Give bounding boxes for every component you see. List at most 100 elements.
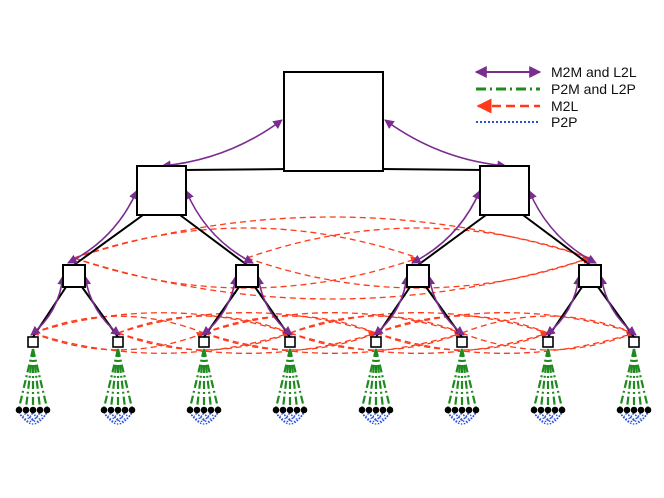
particle — [186, 406, 194, 414]
particle — [279, 406, 287, 414]
level2-box — [62, 264, 86, 288]
p2m-l2p-edge — [195, 348, 206, 409]
p2m-l2p-edge — [116, 348, 134, 409]
m2l-arc — [73, 216, 591, 259]
m2l-arc — [289, 312, 549, 334]
particle — [365, 406, 373, 414]
m2l-arc — [461, 331, 635, 351]
m2m-l2l-arrow — [254, 275, 293, 336]
particle — [558, 406, 566, 414]
p2p-arc — [540, 411, 563, 423]
m2m-l2l-arrow — [161, 119, 283, 170]
particle — [465, 406, 473, 414]
level2-box — [235, 264, 259, 288]
p2m-l2p-edge — [539, 348, 550, 409]
m2l-arc — [203, 312, 463, 334]
tree-edge — [73, 214, 144, 266]
m2l-arc — [375, 312, 635, 334]
p2m-l2p-edge — [288, 348, 299, 409]
level1-box — [136, 165, 187, 216]
m2l-arc — [32, 312, 291, 334]
particle — [214, 406, 222, 414]
particle — [128, 406, 136, 414]
particle — [630, 406, 638, 414]
m2l-arc — [289, 331, 463, 351]
tree-edge — [376, 168, 485, 171]
leaf-box — [198, 336, 210, 348]
m2m-l2l-arrow — [201, 275, 240, 336]
m2m-l2l-arrow — [411, 189, 481, 264]
m2m-l2l-arrow — [527, 189, 597, 264]
particle — [207, 406, 215, 414]
particle — [637, 406, 645, 414]
particle — [114, 406, 122, 414]
tree-edge — [181, 168, 291, 171]
p2m-l2p-edge — [618, 348, 636, 409]
m2m-l2l-arrow — [30, 275, 67, 336]
particle — [358, 406, 366, 414]
m2l-arc — [203, 331, 463, 354]
leaf-box — [628, 336, 640, 348]
particle — [293, 406, 301, 414]
m2m-l2l-arrow — [384, 119, 507, 170]
particle — [107, 406, 115, 414]
m2l-arc — [73, 256, 591, 300]
m2l-arc — [375, 331, 549, 351]
p2m-l2p-edge — [546, 348, 564, 409]
particle — [458, 406, 466, 414]
particle — [451, 406, 459, 414]
legend-m2l-label: M2L — [551, 98, 578, 114]
p2p-arc — [296, 411, 305, 418]
p2p-arc — [640, 411, 649, 418]
particle — [193, 406, 201, 414]
m2l-arc — [117, 331, 291, 351]
tree-edge — [522, 214, 591, 266]
p2m-l2p-edge — [31, 348, 49, 409]
p2p-arc — [110, 411, 133, 423]
legend: M2M and L2L P2M and L2P M2L P2P — [474, 64, 637, 130]
p2m-l2p-edges — [17, 348, 650, 409]
m2m-l2l-arrow — [81, 275, 121, 336]
tree-edge — [179, 214, 248, 266]
m2l-arc — [203, 331, 377, 351]
p2m-l2p-edge — [374, 348, 392, 409]
particle — [379, 406, 387, 414]
leaf-box — [112, 336, 124, 348]
p2p-arc — [368, 411, 391, 423]
level2-box — [578, 264, 602, 288]
particle — [623, 406, 631, 414]
root-box — [283, 71, 384, 172]
p2p-arc — [39, 411, 48, 418]
p2m-l2p-edge — [102, 348, 120, 409]
p2m-l2p-edge — [446, 348, 464, 409]
p2m-l2p-edge — [31, 348, 42, 409]
m2l-arc — [32, 331, 291, 354]
legend-p2p-label: P2P — [551, 114, 577, 130]
p2m-l2p-edge — [632, 348, 650, 409]
p2m-l2p-edge — [17, 348, 35, 409]
particle — [551, 406, 559, 414]
m2m-l2l-arrow — [373, 275, 411, 336]
particle — [444, 406, 452, 414]
p2m-l2p-edge — [460, 348, 471, 409]
m2l-arc — [32, 331, 205, 351]
particle — [530, 406, 538, 414]
p2m-l2p-edge — [274, 348, 292, 409]
level2-box — [406, 264, 430, 288]
particle — [386, 406, 394, 414]
leaf-box — [284, 336, 296, 348]
particle — [36, 406, 44, 414]
p2m-l2p-edge — [360, 348, 378, 409]
p2m-l2p-edge — [546, 348, 557, 409]
particle — [300, 406, 308, 414]
p2p-arc — [626, 411, 649, 423]
p2m-l2p-edge — [202, 348, 213, 409]
m2m-l2l-arrow — [184, 189, 254, 264]
tree-edges — [32, 168, 635, 338]
legend-p2m-l2p-label: P2M and L2P — [551, 81, 636, 97]
p2p-arc — [25, 411, 48, 423]
particle — [616, 406, 624, 414]
m2m-l2l-arrow — [597, 275, 637, 336]
particle — [644, 406, 652, 414]
